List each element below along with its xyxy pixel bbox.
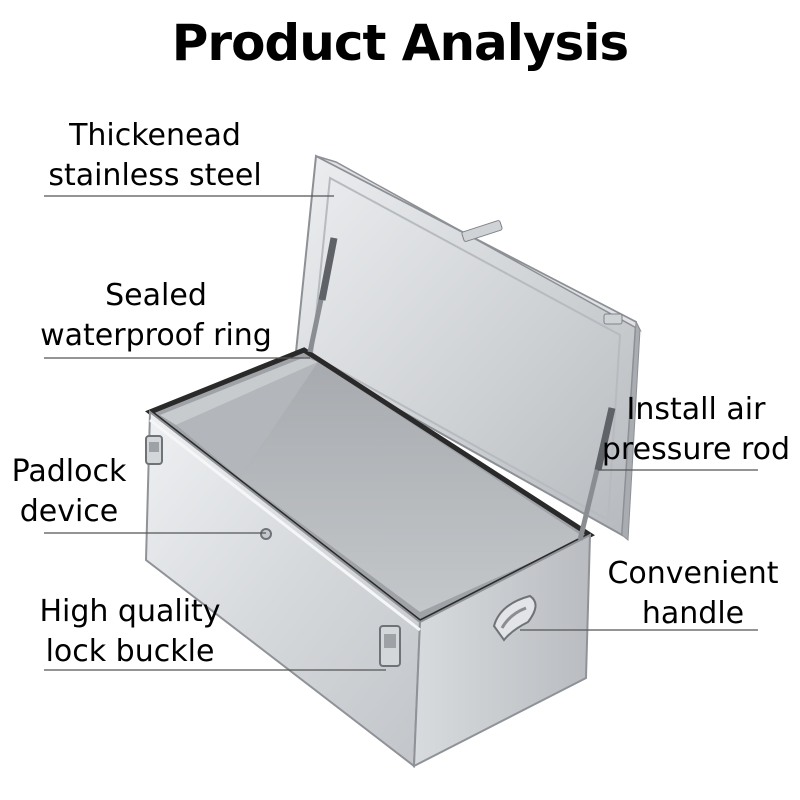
box-interior xyxy=(145,347,595,625)
gas-strut-right xyxy=(577,407,616,541)
gas-strut-left xyxy=(307,237,338,353)
lid xyxy=(294,154,642,542)
callout-line: waterproof ring xyxy=(40,318,272,353)
callout-line: lock buckle xyxy=(45,634,215,669)
leader-lines xyxy=(44,195,758,671)
callout-line: handle xyxy=(641,596,745,631)
callout-line: Install air xyxy=(626,392,766,427)
callout-convenient-handle: Convenient handle xyxy=(598,554,788,634)
callout-line: Padlock xyxy=(11,454,127,489)
callout-line: Sealed xyxy=(105,278,207,313)
callout-line: Thickenead xyxy=(69,118,241,153)
callout-line: device xyxy=(19,494,119,529)
page-title: Product Analysis xyxy=(171,14,629,72)
callout-padlock-device: Padlock device xyxy=(4,452,134,532)
callout-line: High quality xyxy=(39,594,221,629)
latch-left xyxy=(145,435,163,465)
side-handle xyxy=(492,594,537,642)
callout-line: pressure rod xyxy=(601,432,791,467)
latch-front xyxy=(379,625,401,667)
box-body xyxy=(144,409,592,768)
callout-waterproof-ring: Sealed waterproof ring xyxy=(28,276,284,356)
callout-line: Convenient xyxy=(607,556,779,591)
callout-air-pressure-rod: Install air pressure rod xyxy=(596,390,796,470)
padlock-loop xyxy=(260,528,272,540)
callout-stainless-steel: Thickenead stainless steel xyxy=(40,116,270,196)
callout-lock-buckle: High quality lock buckle xyxy=(30,592,230,672)
callout-line: stainless steel xyxy=(48,158,262,193)
